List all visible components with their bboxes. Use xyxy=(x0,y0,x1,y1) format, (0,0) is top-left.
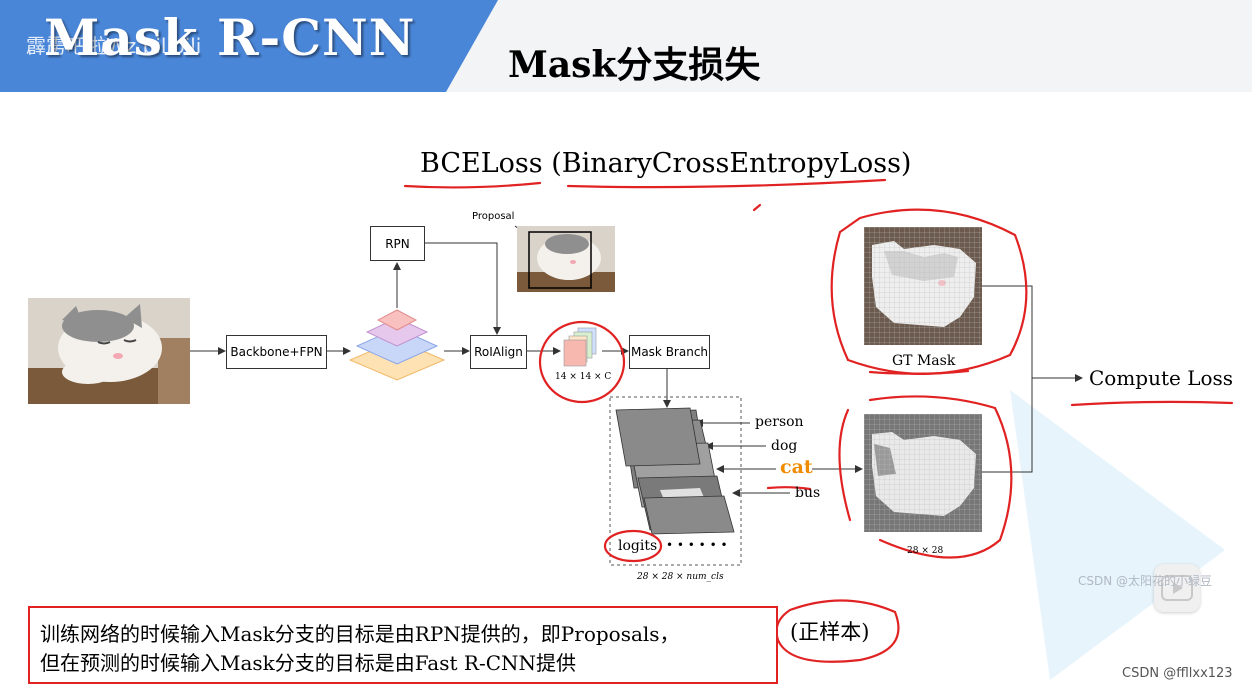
play-icon xyxy=(1161,575,1193,601)
logits-label: logits xyxy=(618,538,658,554)
mask-branch-box: Mask Branch xyxy=(629,335,710,369)
class-label-person: person xyxy=(755,414,804,430)
positive-samples-note: (正样本) xyxy=(790,620,870,644)
slide-title: Mask分支损失 xyxy=(508,44,761,86)
loss-subtitle: BCELoss (BinaryCrossEntropyLoss) xyxy=(420,148,912,179)
ellipsis-label: • • • • • • xyxy=(666,538,728,552)
video-watermark: 霹雳吧啦Wz bilibili xyxy=(26,34,202,58)
play-overlay-shape xyxy=(1010,390,1225,680)
class-label-cat: cat xyxy=(780,456,813,478)
roialign-box: RoIAlign xyxy=(470,335,527,369)
proposal-thumbnail xyxy=(517,226,615,292)
compute-loss-label: Compute Loss xyxy=(1089,366,1234,390)
logits-stack xyxy=(615,407,735,535)
class-label-bus: bus xyxy=(795,485,821,501)
note-line-1: 训练网络的时候输入Mask分支的目标是由RPN提供的，即Proposals， xyxy=(40,622,680,646)
class-label-dog: dog xyxy=(771,438,798,454)
main-title: Mask R-CNN xyxy=(44,8,416,67)
note-box: 训练网络的时候输入Mask分支的目标是由RPN提供的，即Proposals， 但… xyxy=(28,606,778,684)
feature-dims-label: 14 × 14 × C xyxy=(555,372,612,382)
csdn-footer-watermark: CSDN @ffllxx123 xyxy=(1122,666,1233,681)
logits-dims-label: 28 × 28 × num_cls xyxy=(637,572,724,582)
rpn-box: RPN xyxy=(370,226,425,261)
predicted-mask-image xyxy=(864,414,982,532)
title-banner xyxy=(0,0,498,92)
gt-mask-image xyxy=(864,227,982,345)
csdn-watermark: CSDN @太阳花的小绿豆 xyxy=(1078,574,1213,588)
gt-mask-label: GT Mask xyxy=(892,353,956,369)
backbone-fpn-box: Backbone+FPN xyxy=(226,335,327,369)
note-line-2: 但在预测的时候输入Mask分支的目标是由Fast R-CNN提供 xyxy=(40,651,577,675)
input-cat-image xyxy=(28,298,190,404)
video-play-button[interactable] xyxy=(1154,564,1200,612)
pred-mask-dims-label: 28 × 28 xyxy=(907,546,944,556)
proposal-label: Proposal xyxy=(472,211,515,222)
